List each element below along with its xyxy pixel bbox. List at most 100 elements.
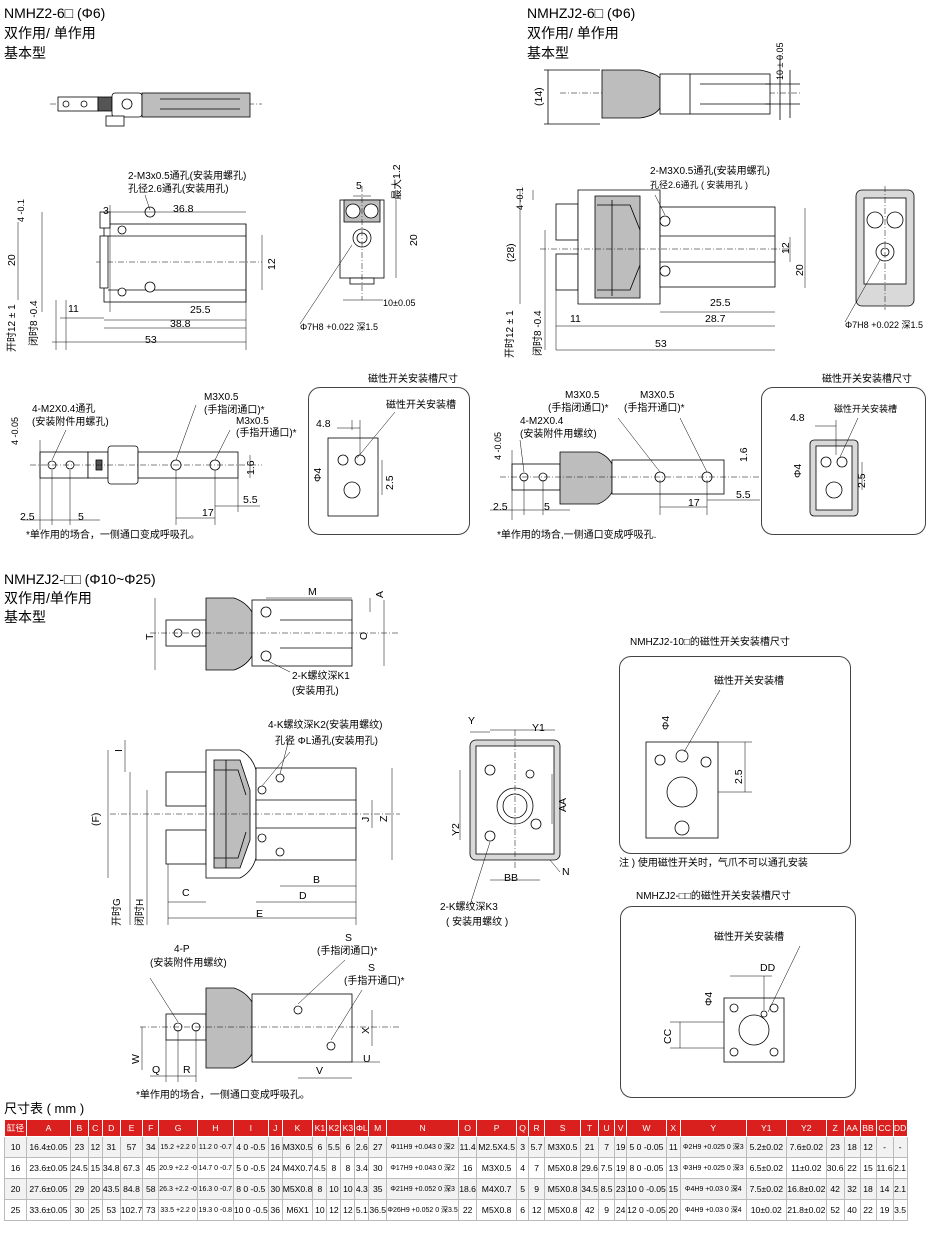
table-cell: M4X0.7 xyxy=(281,1157,314,1179)
table-cell: 22 xyxy=(458,1199,478,1221)
table-cell: 11 xyxy=(665,1136,681,1158)
table-cell: 20 xyxy=(87,1178,103,1200)
table-cell: 5.7 xyxy=(528,1136,546,1158)
table-cell: 20 xyxy=(4,1178,27,1200)
callout-m2b-2: (安装附件用螺纹) xyxy=(520,429,597,440)
table-cell: 34.8 xyxy=(101,1157,121,1179)
table-cell: - xyxy=(875,1136,894,1158)
table-cell: 15 xyxy=(859,1157,877,1179)
table-cell: 5 0 -0.5 xyxy=(232,1157,269,1179)
table-cell: 7.5±0.02 xyxy=(745,1178,787,1200)
dim-28-7: 28.7 xyxy=(705,313,726,325)
callout-m3b2: (手指开通口)* xyxy=(236,428,297,439)
callout-m3b: M3x0.5 xyxy=(236,416,269,427)
table-cell: 3 xyxy=(516,1136,530,1158)
dim-17: 17 xyxy=(202,507,214,519)
note-single-1: *单作用的场合，一侧通口变成呼吸孔。 xyxy=(26,530,200,541)
table-cell: 14.7 0 -0.7 xyxy=(196,1157,234,1179)
title-nmhzj2-large: NMHZJ2-□□ (Φ10~Φ25) xyxy=(4,571,156,587)
dim-53: 53 xyxy=(145,334,157,346)
table-cell: 23 xyxy=(825,1136,845,1158)
dim-U: U xyxy=(363,1053,371,1065)
table-cell: 2.6 xyxy=(354,1136,370,1158)
table-cell: 7 xyxy=(598,1136,616,1158)
table-cell: 12 xyxy=(87,1136,103,1158)
table-cell: 10 0 -0.05 xyxy=(626,1178,667,1200)
dim-11-2: 11 xyxy=(570,313,581,325)
table-cell: 11.4 xyxy=(458,1136,478,1158)
table-cell: 5.5 xyxy=(326,1136,342,1158)
table-cell: 19.3 0 -0.8 xyxy=(196,1199,234,1221)
box4-title: NMHZJ2-□□的磁性开关安装槽尺寸 xyxy=(636,891,791,902)
header-cell: Z xyxy=(825,1119,845,1137)
table-cell: 16 xyxy=(458,1157,478,1179)
table-cell: 8 0 -0.5 xyxy=(232,1178,269,1200)
dim-M: M xyxy=(308,586,317,598)
header-cell: V xyxy=(614,1119,628,1137)
dim-Q: Q xyxy=(152,1064,161,1076)
dim-V: V xyxy=(316,1065,324,1077)
table-cell: 2.1 xyxy=(892,1157,908,1179)
table-cell: 53 xyxy=(101,1199,121,1221)
dim-S2: S xyxy=(368,962,376,974)
table-cell: 29 xyxy=(70,1178,89,1200)
callout-m3a2-2: (手指闭通口)* xyxy=(548,403,609,414)
header-cell: K2 xyxy=(326,1119,342,1137)
header-cell: H xyxy=(196,1119,234,1137)
table-cell: 30.6 xyxy=(825,1157,845,1179)
callout-m3-thru-2: 2-M3X0.5通孔(安装用螺孔) xyxy=(650,166,771,177)
table-cell: Φ4H9 +0.03 0 深4 xyxy=(679,1199,747,1221)
dim-17-2: 17 xyxy=(688,497,700,509)
table-cell: M4X0.7 xyxy=(476,1178,518,1200)
subtitle-action-1: 双作用/ 单作用 xyxy=(4,25,96,41)
header-cell: BB xyxy=(859,1119,877,1137)
subtitle-action-3: 双作用/单作用 xyxy=(4,590,92,606)
box4-cc: CC xyxy=(662,1028,674,1044)
table-cell: 27 xyxy=(368,1136,388,1158)
table-cell: 23.6±0.05 xyxy=(26,1157,71,1179)
subtitle-type-3: 基本型 xyxy=(4,609,46,625)
table-cell: 24.5 xyxy=(70,1157,89,1179)
box1-dim-4-8: 4.8 xyxy=(316,418,331,430)
header-cell: ΦL xyxy=(354,1119,370,1137)
callout-m3a2: (手指闭通口)* xyxy=(204,405,265,416)
table-cell: M5X0.8 xyxy=(544,1199,582,1221)
table-cell: 25 xyxy=(4,1199,27,1221)
box2-title: 磁性开关安装槽尺寸 xyxy=(822,374,912,385)
header-cell: U xyxy=(598,1119,616,1137)
table-cell: 42 xyxy=(825,1178,845,1200)
table-cell: Φ17H9 +0.043 0 深2 xyxy=(386,1157,460,1179)
table-cell: 22 xyxy=(859,1199,877,1221)
table-cell: 8 xyxy=(340,1157,356,1179)
header-cell: CC xyxy=(875,1119,894,1137)
callout-s1b: (手指闭通口)* xyxy=(317,946,378,957)
table-cell: 15 xyxy=(665,1178,681,1200)
table-cell: 25 xyxy=(87,1199,103,1221)
header-cell: T xyxy=(580,1119,600,1137)
box2-label: 磁性开关安装槽 xyxy=(834,404,898,414)
header-cell: S xyxy=(544,1119,582,1137)
header-cell: B xyxy=(70,1119,89,1137)
note-single-3: *单作用的场合，一侧通口变成呼吸孔。 xyxy=(136,1090,310,1101)
table-cell: 24 xyxy=(614,1199,628,1221)
callout-m3b-2: M3X0.5 xyxy=(640,390,675,401)
table-cell: 58 xyxy=(142,1178,160,1200)
header-cell: G xyxy=(158,1119,198,1137)
table-cell: Φ21H9 +0.052 0 深3 xyxy=(386,1178,460,1200)
table-cell: M5X0.8 xyxy=(476,1199,518,1221)
table-cell: M3X0.5 xyxy=(476,1157,518,1179)
callout-m3-thru: 2-M3x0.5通孔(安装用螺孔) xyxy=(128,171,247,182)
table-cell: 32 xyxy=(843,1178,861,1200)
table-cell: 5.1 xyxy=(354,1199,370,1221)
table-cell: 8 xyxy=(326,1157,342,1179)
table-cell: 6 xyxy=(516,1199,530,1221)
table-cell: M3X0.5 xyxy=(281,1136,314,1158)
dim-C: C xyxy=(182,887,190,899)
